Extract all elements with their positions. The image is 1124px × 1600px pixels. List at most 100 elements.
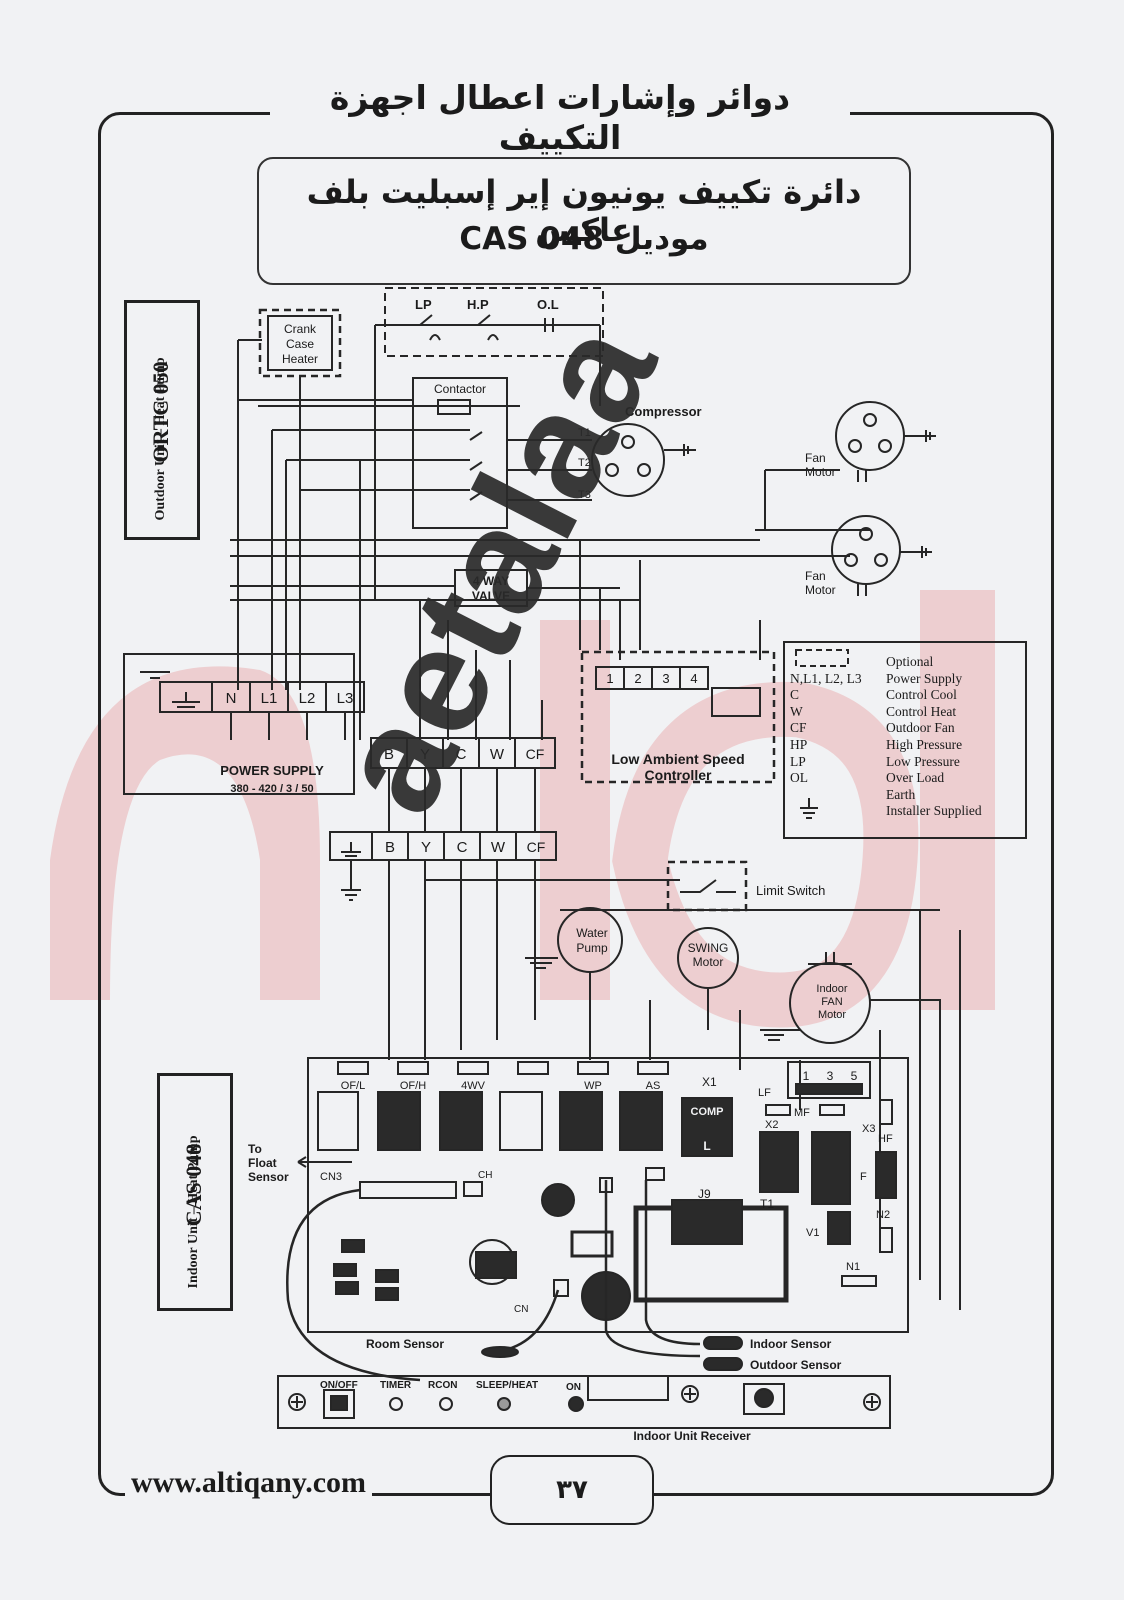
receiver-label-sleep-heat: SLEEP/HEAT bbox=[476, 1380, 538, 1391]
four-way-valve-label-1: 4 WAY bbox=[473, 574, 509, 588]
float-sensor-label-1: To bbox=[248, 1142, 262, 1156]
legend-value: Earth bbox=[886, 786, 916, 802]
outdoor-terminal-label-c: C bbox=[456, 746, 467, 763]
pcb-connector-blank bbox=[517, 1061, 549, 1075]
fan-terminal-label-1: 1 bbox=[803, 1069, 810, 1083]
n1-connector bbox=[841, 1275, 877, 1287]
ol-label: O.L bbox=[537, 297, 559, 312]
fan-motor-2-terminal-a bbox=[859, 527, 873, 541]
compressor-label: Compressor bbox=[625, 404, 702, 419]
legend-key bbox=[790, 654, 886, 671]
outdoor-terminal-label-y: Y bbox=[420, 746, 430, 763]
pcb-connector-ofh bbox=[397, 1061, 429, 1075]
contactor-box bbox=[412, 377, 508, 529]
receiver-screw-mid bbox=[681, 1385, 699, 1403]
legend-value: Over Load bbox=[886, 770, 945, 786]
indoor-fan-capacitor bbox=[808, 952, 852, 965]
indoor-terminal-label-c: C bbox=[457, 839, 468, 856]
limit-switch-box bbox=[666, 860, 748, 912]
comp-relay bbox=[681, 1097, 733, 1157]
power-ground-symbol bbox=[172, 692, 200, 713]
pcb-comp-c bbox=[375, 1269, 399, 1283]
fan-motor-1-terminal-c bbox=[878, 439, 892, 453]
indoor-fan-ground bbox=[760, 1029, 800, 1041]
fan-motor-2-label-1: Fan bbox=[805, 569, 826, 583]
receiver-onoff-button[interactable] bbox=[323, 1389, 355, 1419]
low-ambient-label-1: Low Ambient Speed bbox=[611, 751, 744, 767]
pcb-label-as: AS bbox=[646, 1080, 661, 1092]
controller-terminal-label-4: 4 bbox=[690, 671, 697, 686]
legend-key: OL bbox=[790, 770, 808, 786]
receiver-screw-right bbox=[863, 1393, 881, 1411]
hp-label: H.P bbox=[467, 297, 489, 312]
indoor-earth bbox=[341, 860, 361, 901]
legend-row: HP High Pressure bbox=[790, 737, 1026, 754]
legend-value: Optional bbox=[886, 654, 934, 669]
transformer-core bbox=[671, 1199, 743, 1245]
fan-terminal-block bbox=[787, 1061, 871, 1099]
fan-motor-2-ground bbox=[900, 546, 932, 558]
pcb-comp-d bbox=[335, 1281, 359, 1295]
legend-value: Control Cool bbox=[886, 687, 957, 703]
water-pump-ground bbox=[525, 957, 558, 969]
pcb-board bbox=[307, 1057, 909, 1333]
pcb-label-hf: HF bbox=[878, 1133, 893, 1145]
t3-label: T3 bbox=[578, 489, 591, 501]
legend-row: Earth bbox=[790, 787, 1026, 804]
legend-value: High Pressure bbox=[886, 736, 963, 752]
pcb-comp-a bbox=[341, 1239, 365, 1253]
legend-row: Optional bbox=[790, 654, 1026, 671]
fan-terminal-pins bbox=[795, 1083, 863, 1095]
varistor bbox=[827, 1211, 851, 1245]
receiver-label-timer: TIMER bbox=[380, 1380, 412, 1391]
footer-url[interactable]: www.altiqany.com bbox=[125, 1466, 373, 1500]
indoor-sensor-probe bbox=[703, 1336, 743, 1350]
protection-contacts bbox=[419, 314, 554, 332]
receiver-label: Indoor Unit Receiver bbox=[633, 1429, 751, 1443]
fan-motor-1-ground bbox=[904, 430, 936, 442]
fan-terminal-label-5: 5 bbox=[851, 1069, 858, 1083]
fan-motor-2-terminal-c bbox=[874, 553, 888, 567]
outdoor-sensor-label: Outdoor Sensor bbox=[750, 1358, 842, 1372]
water-pump-label-1: Water bbox=[576, 926, 608, 940]
relay-x3 bbox=[811, 1131, 851, 1205]
fan-motor-2-label-2: Motor bbox=[805, 583, 836, 597]
pcb-label-ofl: OF/L bbox=[341, 1080, 365, 1092]
legend-key: N,L1, L2, L3 bbox=[790, 670, 862, 686]
pcb-bridge bbox=[570, 1230, 614, 1258]
n2-relay bbox=[875, 1151, 897, 1199]
indoor-ground-symbol bbox=[341, 842, 361, 861]
power-terminal-label-l3: L3 bbox=[337, 690, 354, 707]
legend-value: Power Supply bbox=[886, 670, 963, 686]
pcb-label-comp: COMP bbox=[691, 1106, 724, 1118]
pcb-connector-4wv bbox=[457, 1061, 489, 1075]
page-number: ٣٧ bbox=[490, 1455, 654, 1525]
pcb-label-v1: V1 bbox=[806, 1227, 819, 1239]
t2-label: T2 bbox=[578, 457, 591, 469]
legend-key: HP bbox=[790, 736, 808, 752]
swing-motor-label-1: SWING bbox=[688, 941, 729, 955]
water-pump-symbol bbox=[557, 907, 623, 973]
outdoor-wiring-d bbox=[230, 539, 850, 601]
buzzer bbox=[541, 1183, 575, 1217]
relay-6 bbox=[619, 1091, 663, 1151]
legend-box bbox=[783, 641, 1027, 839]
cn-connector bbox=[553, 1279, 569, 1297]
outdoor-terminal-label-b: B bbox=[384, 746, 394, 763]
receiver-label-on: ON bbox=[566, 1382, 581, 1393]
limit-switch-symbol bbox=[680, 879, 736, 893]
indoor-fan-label-2: FAN bbox=[821, 996, 842, 1008]
relay-2 bbox=[377, 1091, 421, 1151]
hf-connector bbox=[879, 1099, 893, 1125]
diagram-title-box: دائرة تكييف يونيون إير إسبليت بلف عاكس م… bbox=[257, 157, 911, 285]
controller-terminal-label-3: 3 bbox=[662, 671, 669, 686]
outdoor-sensor-probe bbox=[703, 1357, 743, 1371]
pcb-label-cn: CN bbox=[514, 1304, 528, 1315]
pcb-connector-as bbox=[637, 1061, 669, 1075]
